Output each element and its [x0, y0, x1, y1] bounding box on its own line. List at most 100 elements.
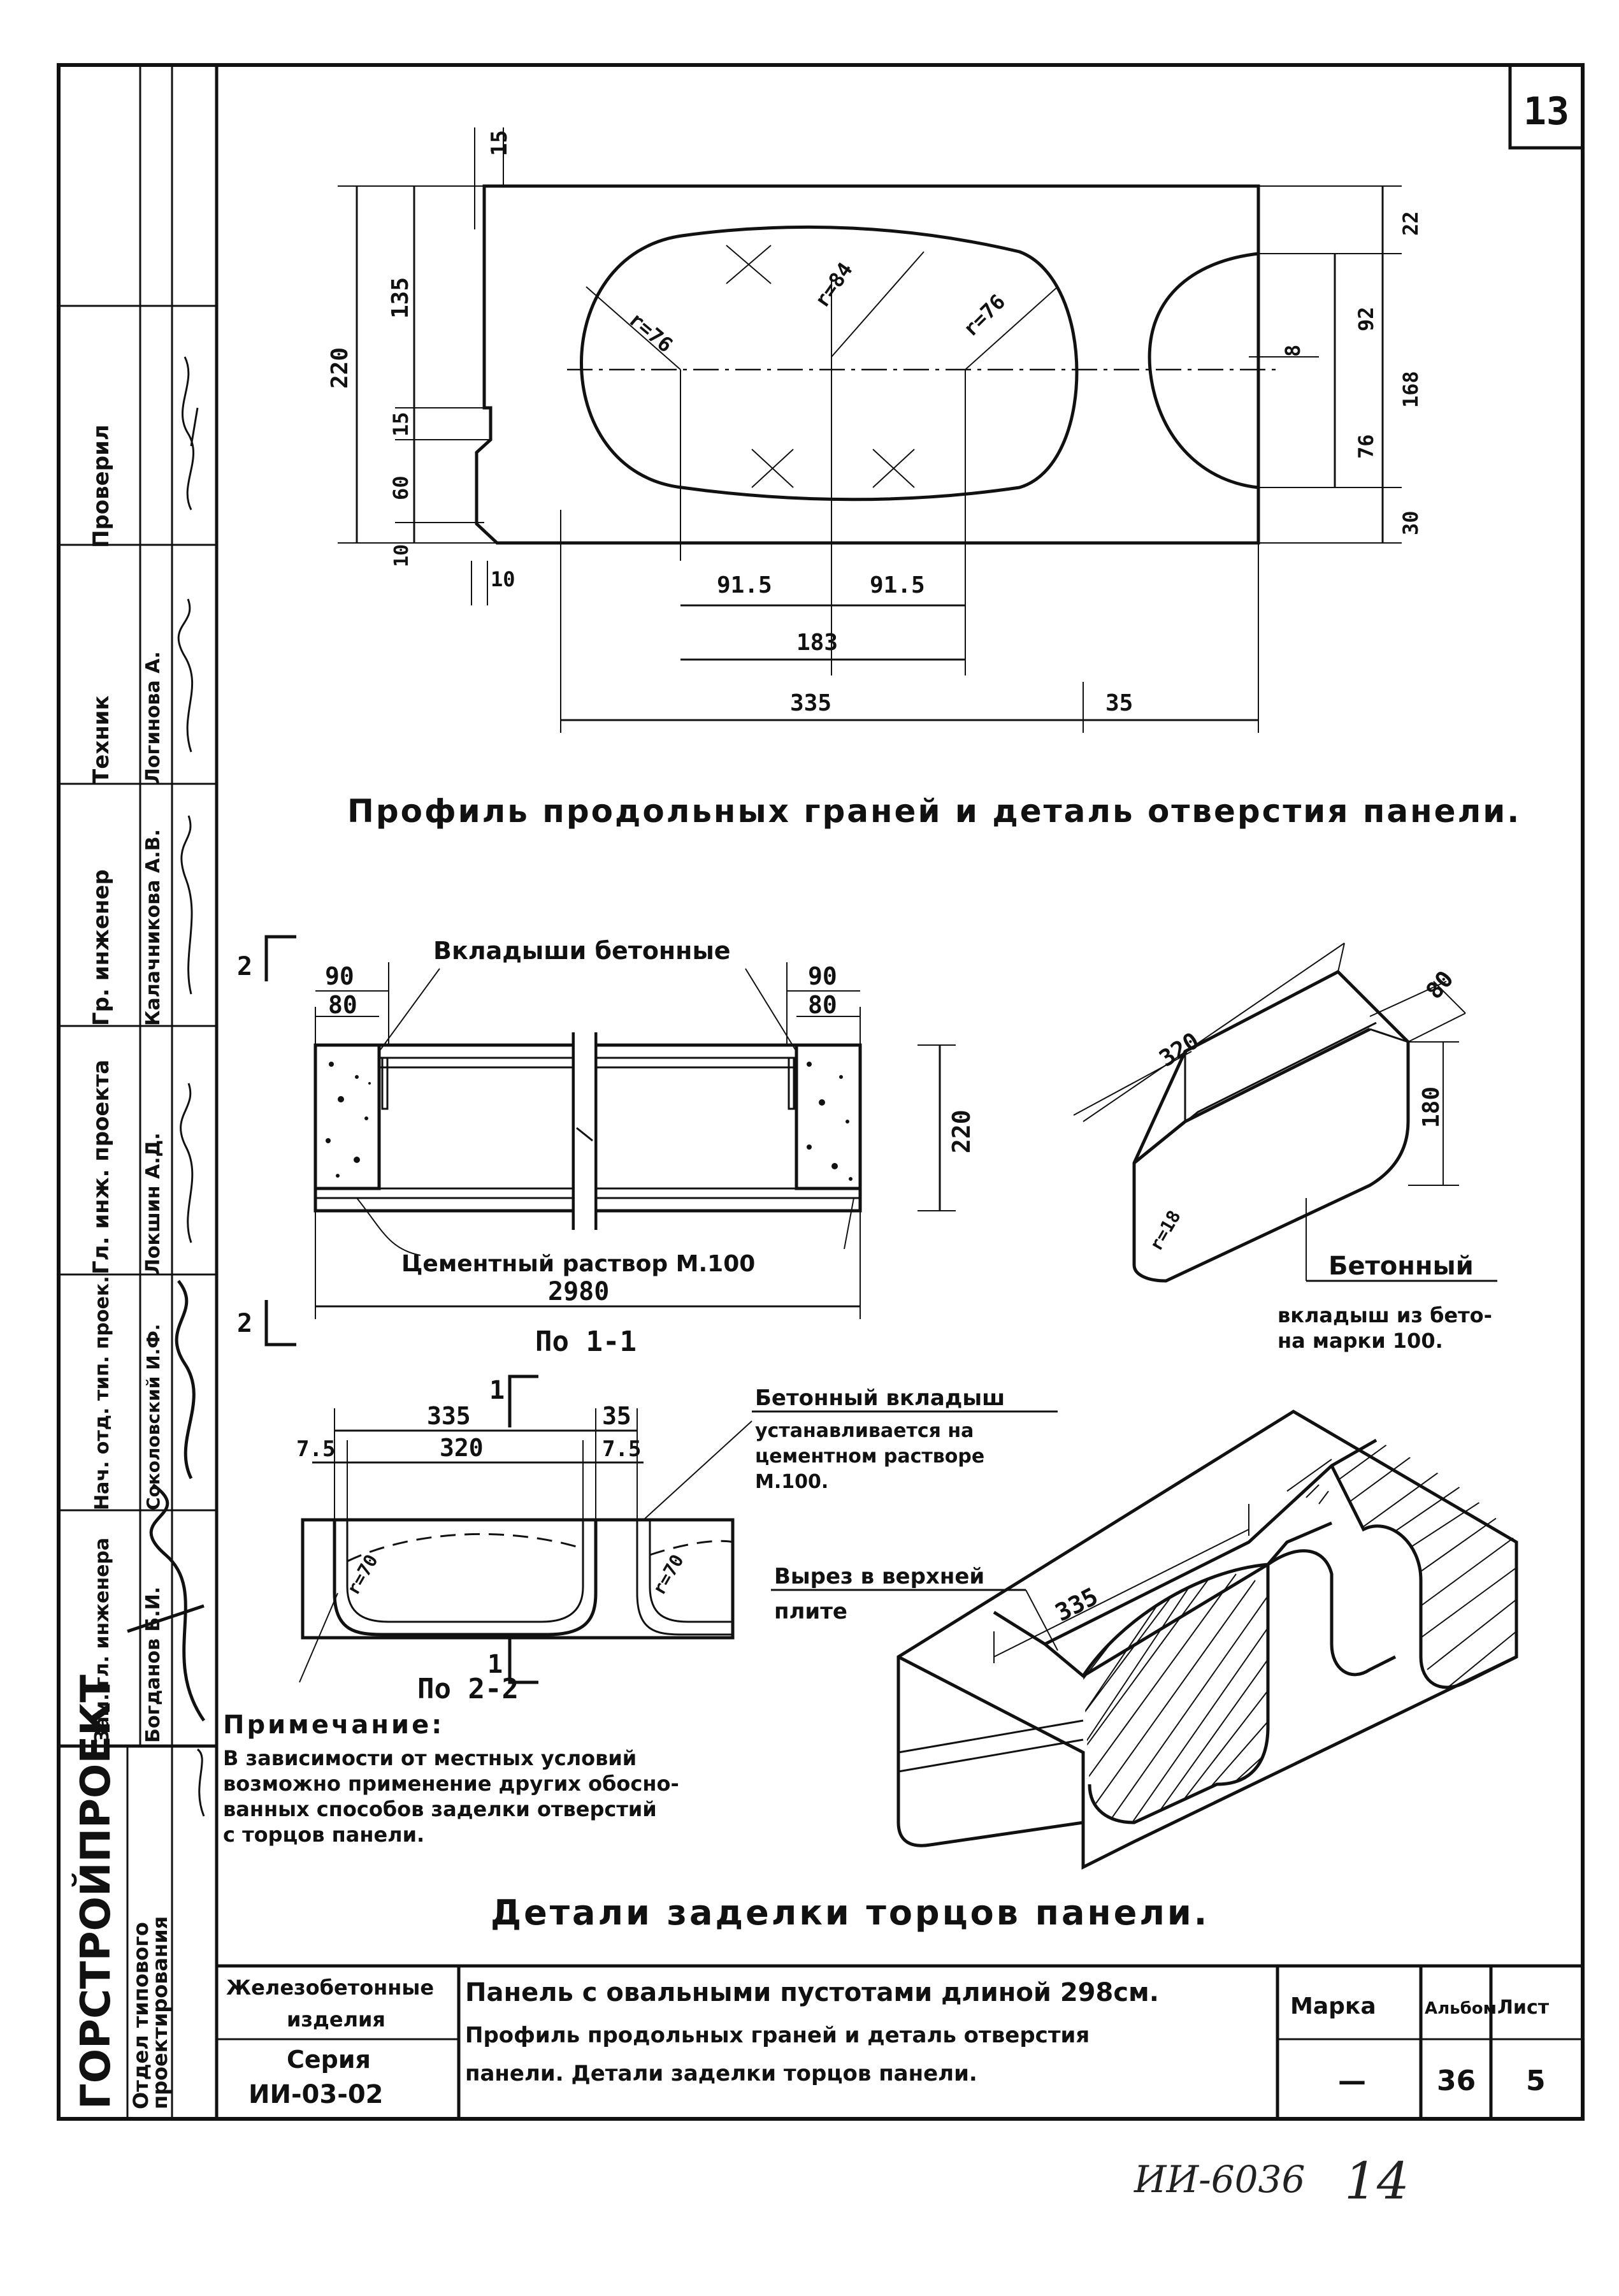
dim-r76-left: r=76: [624, 307, 677, 357]
dim-7.5-left: 7.5: [296, 1436, 335, 1462]
stamp-role-4: Гл. инж. проекта: [89, 1060, 114, 1274]
stamp-name-3: Калачникова А.В.: [142, 829, 164, 1026]
org-dept: Отдел типового: [129, 1922, 153, 2109]
dim-15: 15: [389, 412, 413, 437]
dim-22: 22: [1399, 211, 1423, 236]
iso-label-2: плите: [774, 1599, 847, 1624]
insert-right: [795, 1043, 862, 1190]
dim-76: 76: [1354, 434, 1378, 459]
stamp-name-2: Логинова А.: [142, 651, 164, 784]
tb-category-1: Железобетонные: [226, 1975, 434, 2000]
dim-90-right: 90: [808, 962, 837, 990]
insert-left: [313, 1043, 381, 1190]
stamp-role-2: Техник: [89, 695, 114, 784]
title-block: Железобетонные изделия Серия ИИ-03-02 Па…: [217, 1964, 1583, 2119]
tb-series-label: Серия: [287, 2046, 371, 2074]
cut-1-bottom: 1: [487, 1650, 503, 1679]
cut-1-top: 1: [489, 1376, 505, 1405]
stamp-name-6: Богданов Б.И.: [142, 1587, 164, 1743]
sheet-number-box: [1508, 63, 1585, 150]
cut-2-top: 2: [237, 952, 252, 981]
block-label-1: Бетонный: [1328, 1252, 1474, 1281]
stamp-name-5: Соколовский И.Ф.: [143, 1324, 164, 1510]
dim-8: 8: [1281, 345, 1305, 357]
tb-series: ИИ-03-02: [248, 2080, 383, 2109]
dim-135: 135: [387, 277, 414, 319]
note-line-3: ванных способов заделки отверстий: [223, 1797, 657, 1821]
dim-92: 92: [1354, 307, 1378, 331]
callout-insert-1: Бетонный вкладыш: [755, 1385, 1005, 1411]
dim-168: 168: [1399, 371, 1423, 408]
dim-60: 60: [389, 475, 413, 500]
signature-6: [127, 1483, 206, 1722]
note-block: Примечание: В зависимости от местных усл…: [223, 1710, 679, 1847]
dim-90-left: 90: [325, 962, 354, 990]
cut-2-bottom: 2: [237, 1309, 252, 1338]
dim-80-right: 80: [808, 991, 837, 1019]
dim-10-left: 10: [391, 544, 413, 567]
callout-cement: Цементный раствор М.100: [401, 1251, 755, 1277]
org-name: ГОРСТРОЙПРОЕКТ: [71, 1675, 120, 2110]
caption-1-1: По 1-1: [535, 1325, 637, 1358]
section-1-1: 2 2 90 80 9: [237, 935, 975, 1358]
org-dept2: проектирования: [148, 1916, 172, 2109]
dim-335: 335: [790, 690, 831, 716]
stamp-role-1: Проверил: [89, 424, 114, 548]
dim-15-top: 15: [487, 130, 512, 156]
tb-desc-2: Профиль продольных граней и деталь отвер…: [465, 2023, 1090, 2048]
iso-cutaway: 335 Вырез в верхней плите: [771, 1410, 1518, 1870]
dim-r70-right: r=70: [648, 1551, 687, 1599]
profile-title: Профиль продольных граней и деталь отвер…: [347, 793, 1521, 830]
tb-desc-3: панели. Детали заделки торцов панели.: [465, 2061, 977, 2086]
dim-block-80: 80: [1421, 966, 1458, 1004]
tb-marka-label: Марка: [1290, 1993, 1376, 2019]
footer-page: 14: [1344, 2151, 1409, 2211]
sheet-number: 13: [1523, 89, 1569, 134]
stamp-role-5: Нач. отд. тип. проек.: [91, 1276, 113, 1510]
tb-desc-1: Панель с овальными пустотами длиной 298с…: [465, 1978, 1159, 2007]
callout-insert-4: М.100.: [755, 1471, 828, 1493]
signature-4: [180, 1083, 194, 1243]
tb-album-label: Альбом: [1425, 1999, 1497, 2018]
stamp-role-3: Гр. инженер: [89, 869, 114, 1026]
caption-2-2: По 2-2: [417, 1673, 519, 1705]
callout-insert-2: устанавливается на: [755, 1420, 974, 1442]
dim-220-section: 220: [947, 1109, 975, 1153]
iso-label-1: Вырез в верхней: [774, 1564, 984, 1589]
dim-r76-right: r=76: [958, 289, 1010, 341]
dim-91.5-right: 91.5: [870, 572, 925, 598]
dim-2980: 2980: [548, 1277, 609, 1306]
dim-80-left: 80: [328, 991, 357, 1019]
stamp-role-6: Зам. гл. инженера: [91, 1538, 113, 1743]
tb-album: 36: [1437, 2065, 1476, 2097]
note-line-2: возможно применение других обосно-: [223, 1772, 679, 1796]
tb-marka: —: [1338, 2065, 1366, 2097]
block-label-2: вкладыш из бето-: [1277, 1303, 1492, 1327]
dim-block-320: 320: [1155, 1028, 1204, 1072]
signature-5: [175, 1280, 196, 1480]
dim-block-180: 180: [1418, 1087, 1444, 1128]
dim-r84: r=84: [809, 258, 857, 312]
signature-3: [180, 815, 193, 995]
callout-inserts: Вкладыши бетонные: [433, 937, 731, 965]
concrete-block: 320 80 180 r=18 Бетонный вкладыш из бето…: [1073, 942, 1497, 1353]
dim-30: 30: [1399, 510, 1423, 535]
dim-220: 220: [327, 347, 353, 389]
note-head: Примечание:: [223, 1710, 444, 1740]
profile-drawing: r=76 r=84 r=76 220 135 15 60 10 15 10 22…: [327, 127, 1521, 830]
note-line-4: с торцов панели.: [223, 1823, 424, 1847]
tb-category-2: изделия: [287, 2007, 385, 2032]
section-2-2: 1 1 r=70 r=70 335 35 7.5 320 7.5 По 2-2 …: [296, 1375, 1058, 1705]
dim-320-section: 320: [440, 1434, 484, 1462]
tb-sheet-label: Лист: [1497, 1996, 1550, 2019]
dim-r70-left: r=70: [342, 1551, 382, 1599]
tb-sheet: 5: [1526, 2065, 1546, 2097]
dim-10-bottom: 10: [491, 567, 515, 591]
dim-35: 35: [1105, 690, 1133, 716]
stamp-name-4: Локшин А.Д.: [142, 1132, 164, 1274]
callout-insert-3: цементном растворе: [755, 1445, 984, 1468]
footer-inventory: ИИ-6036: [1133, 2158, 1305, 2201]
signature-2: [177, 598, 194, 753]
note-line-1: В зависимости от местных условий: [223, 1746, 637, 1770]
